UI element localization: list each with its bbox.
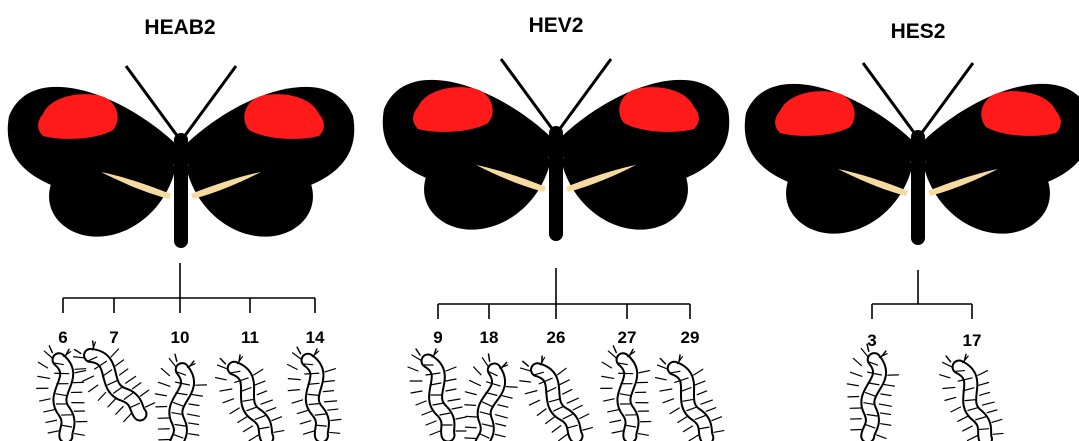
leaf-label: 18 xyxy=(480,328,499,347)
caterpillar-icon xyxy=(591,344,663,439)
leaf-label: 9 xyxy=(433,328,442,347)
butterfly-hev2 xyxy=(383,59,729,241)
leaf-label: 26 xyxy=(547,328,566,347)
butterfly-hes2 xyxy=(745,63,1079,245)
tree-hev2: 9 18 26 27 29 xyxy=(408,268,725,441)
leaf-label: 17 xyxy=(963,331,982,350)
tree-hes2: 3 17 xyxy=(830,270,1003,441)
leaf-label: 6 xyxy=(58,328,67,347)
caterpillar-icon xyxy=(282,347,347,438)
trees: 6 7 10 11 14 9 18 26 27 29 3 17 xyxy=(27,263,1004,441)
butterfly-icon xyxy=(745,63,1079,245)
caterpillar-icon xyxy=(652,350,724,441)
caterpillar-icon xyxy=(830,342,914,441)
caterpillar-icon xyxy=(212,350,284,441)
leaf-label: 11 xyxy=(241,328,259,347)
caterpillar-icon xyxy=(938,352,1003,441)
leaf-label: 3 xyxy=(867,331,876,350)
leaf-label: 27 xyxy=(618,328,637,347)
butterfly-icon xyxy=(8,66,354,248)
butterfly-icon xyxy=(383,59,729,241)
leaf-label: 7 xyxy=(109,328,118,347)
leaf-label: 29 xyxy=(681,328,700,347)
caterpillar-icon xyxy=(408,349,466,435)
caterpillar-icon xyxy=(138,352,222,441)
caterpillar-icon xyxy=(445,351,534,441)
tree-heab2: 6 7 10 11 14 xyxy=(27,263,347,441)
leaf-label: 14 xyxy=(306,328,325,347)
butterfly-heab2 xyxy=(8,66,354,248)
leaf-label: 10 xyxy=(171,328,190,347)
caterpillar-icon xyxy=(515,348,593,441)
